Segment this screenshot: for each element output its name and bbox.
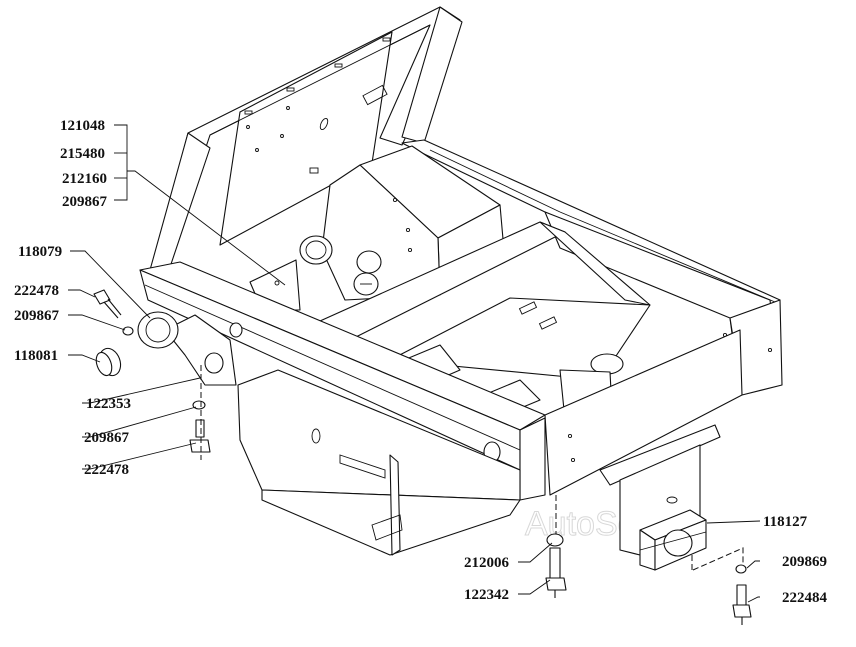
part-label-215480: 215480 (60, 146, 105, 162)
part-label-121048: 121048 (60, 118, 105, 134)
part-label-212006: 212006 (464, 555, 510, 571)
clamp-118127 (639, 509, 707, 571)
part-label-122353: 122353 (86, 396, 131, 412)
part-label-118079: 118079 (18, 244, 62, 260)
left-hardware (93, 289, 237, 460)
part-label-122342: 122342 (464, 587, 509, 603)
center-bolt-stack (545, 495, 567, 598)
part-label-209867-a: 209867 (62, 194, 108, 210)
part-label-209869: 209869 (782, 554, 827, 570)
leader-lines (68, 124, 761, 603)
part-label-222478-a: 222478 (14, 283, 59, 299)
right-bolt-stack (691, 547, 752, 625)
part-label-209867-c: 209867 (84, 430, 130, 446)
part-label-222484: 222484 (782, 590, 828, 606)
part-label-209867-b: 209867 (14, 308, 60, 324)
part-label-212160: 212160 (62, 171, 107, 187)
part-label-118081: 118081 (14, 348, 58, 364)
inner-structure (249, 145, 651, 426)
part-label-222478-b: 222478 (84, 462, 129, 478)
right-side-rail (401, 139, 783, 396)
lower-box (237, 369, 521, 556)
front-beam (139, 261, 743, 501)
part-label-118127: 118127 (763, 514, 808, 530)
